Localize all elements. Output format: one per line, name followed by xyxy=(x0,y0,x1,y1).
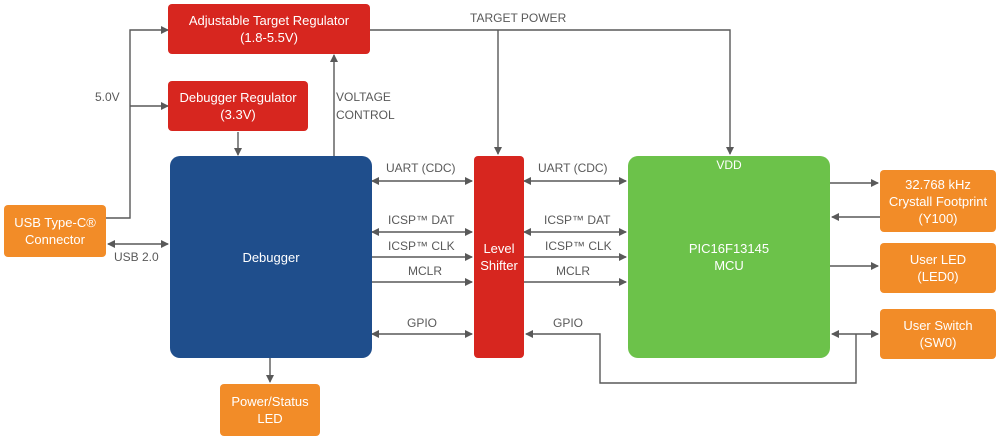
uart-right-label: UART (CDC) xyxy=(538,161,608,175)
connector-label: Connector xyxy=(25,232,85,247)
gpio-left-label: GPIO xyxy=(407,316,438,330)
usb-type-c-label: USB Type-C® xyxy=(14,215,96,230)
power-status-led-block: Power/Status LED xyxy=(220,384,320,436)
power-led-label: LED xyxy=(257,411,283,426)
debugger-block: Debugger xyxy=(170,156,372,358)
crystal-designator: (Y100) xyxy=(918,210,958,226)
level-shifter-line2: Shifter xyxy=(480,258,518,273)
usb-type-c-connector-block: USB Type-C® Connector xyxy=(4,205,106,257)
mclr-right-label: MCLR xyxy=(556,264,591,278)
icsp-dat-right-label: ICSP™ DAT xyxy=(544,213,611,227)
voltage-label: VOLTAGE xyxy=(336,90,391,104)
target-power-line xyxy=(370,29,734,155)
debugger-regulator-voltage: (3.3V) xyxy=(220,107,256,122)
power-status-label: Power/Status xyxy=(231,394,309,409)
debugger-title: Debugger xyxy=(242,249,300,265)
usb-2-label: USB 2.0 xyxy=(114,250,159,264)
user-switch-designator: (SW0) xyxy=(919,335,957,350)
user-led-title: User LED xyxy=(909,252,967,267)
user-switch-block: User Switch (SW0) xyxy=(880,309,996,359)
control-label: CONTROL xyxy=(336,108,395,122)
gpio-right-line xyxy=(525,330,857,384)
five-volt-label: 5.0V xyxy=(95,90,120,104)
adjustable-target-regulator-range: (1.8-5.5V) xyxy=(240,30,298,45)
mcu-part-number: PIC16F13145 xyxy=(688,241,770,256)
user-switch-title: User Switch xyxy=(903,318,973,333)
debugger-regulator-title: Debugger Regulator xyxy=(179,90,297,105)
crystal-frequency: 32.768 kHz xyxy=(905,176,971,192)
adjustable-target-regulator-title: Adjustable Target Regulator xyxy=(188,13,350,28)
adjustable-target-regulator-block: Adjustable Target Regulator (1.8-5.5V) xyxy=(168,4,370,54)
mcu-vdd-label: VDD xyxy=(716,158,742,172)
user-led-block: User LED (LED0) xyxy=(880,243,996,293)
target-power-label: TARGET POWER xyxy=(470,11,567,25)
icsp-clk-right-label: ICSP™ CLK xyxy=(545,239,612,253)
level-shifter-block: Level Shifter xyxy=(474,156,524,358)
user-led-designator: (LED0) xyxy=(917,269,959,284)
level-shifter-line1: Level xyxy=(483,241,515,256)
uart-left-label: UART (CDC) xyxy=(386,161,456,175)
crystal-block: 32.768 kHz Crystall Footprint (Y100) xyxy=(880,170,996,232)
icsp-clk-left-label: ICSP™ CLK xyxy=(388,239,455,253)
icsp-dat-left-label: ICSP™ DAT xyxy=(388,213,455,227)
mclr-left-label: MCLR xyxy=(408,264,443,278)
gpio-right-label: GPIO xyxy=(553,316,584,330)
usb-to-adjustable-regulator-line xyxy=(106,26,169,219)
crystal-footprint: Crystall Footprint xyxy=(888,193,988,209)
debugger-regulator-block: Debugger Regulator (3.3V) xyxy=(168,81,308,131)
mcu-label: MCU xyxy=(714,258,744,273)
mcu-block: VDD PIC16F13145 MCU xyxy=(628,156,830,358)
